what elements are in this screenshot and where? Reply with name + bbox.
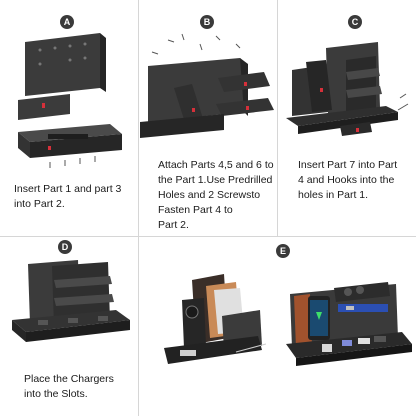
caption-line: holes in Part 1. bbox=[298, 189, 369, 201]
step-b-badge: B bbox=[200, 15, 214, 29]
step-b-caption: Attach Parts 4,5 and 6 to the Part 1.Use… bbox=[158, 158, 274, 233]
step-a-illustration bbox=[18, 33, 122, 168]
step-d-illustration bbox=[12, 260, 130, 342]
caption-line: Holes and 2 Screwsto bbox=[158, 189, 261, 201]
step-d-badge: D bbox=[58, 240, 72, 254]
divider bbox=[277, 0, 278, 236]
caption-line: into Part 2. bbox=[14, 198, 65, 210]
step-c-badge: C bbox=[348, 15, 362, 29]
step-d-caption: Place the Chargers into the Slots. bbox=[24, 372, 114, 402]
caption-line: Attach Parts 4,5 and 6 to bbox=[158, 159, 274, 171]
caption-line: Insert Part 7 into Part bbox=[298, 159, 398, 171]
caption-line: the Part 1.Use Predrilled bbox=[158, 174, 273, 186]
step-c-illustration bbox=[286, 42, 409, 136]
step-a-caption: Insert Part 1 and part 3 into Part 2. bbox=[14, 182, 121, 212]
step-e-photo-right bbox=[286, 282, 412, 366]
caption-line: Insert Part 1 and part 3 bbox=[14, 183, 122, 195]
caption-line: Part 2. bbox=[158, 219, 189, 231]
caption-line: 4 and Hooks into the bbox=[298, 174, 395, 186]
step-c-caption: Insert Part 7 into Part 4 and Hooks into… bbox=[298, 158, 397, 203]
step-a-badge: A bbox=[60, 15, 74, 29]
step-b-illustration bbox=[140, 33, 274, 138]
caption-line: Fasten Part 4 to bbox=[158, 204, 233, 216]
caption-line: into the Slots. bbox=[24, 388, 88, 400]
step-e-badge: E bbox=[276, 244, 290, 258]
step-e-photo-left bbox=[164, 274, 266, 364]
divider bbox=[138, 236, 139, 416]
caption-line: Place the Chargers bbox=[24, 373, 114, 385]
divider bbox=[138, 0, 139, 236]
divider bbox=[0, 236, 416, 237]
